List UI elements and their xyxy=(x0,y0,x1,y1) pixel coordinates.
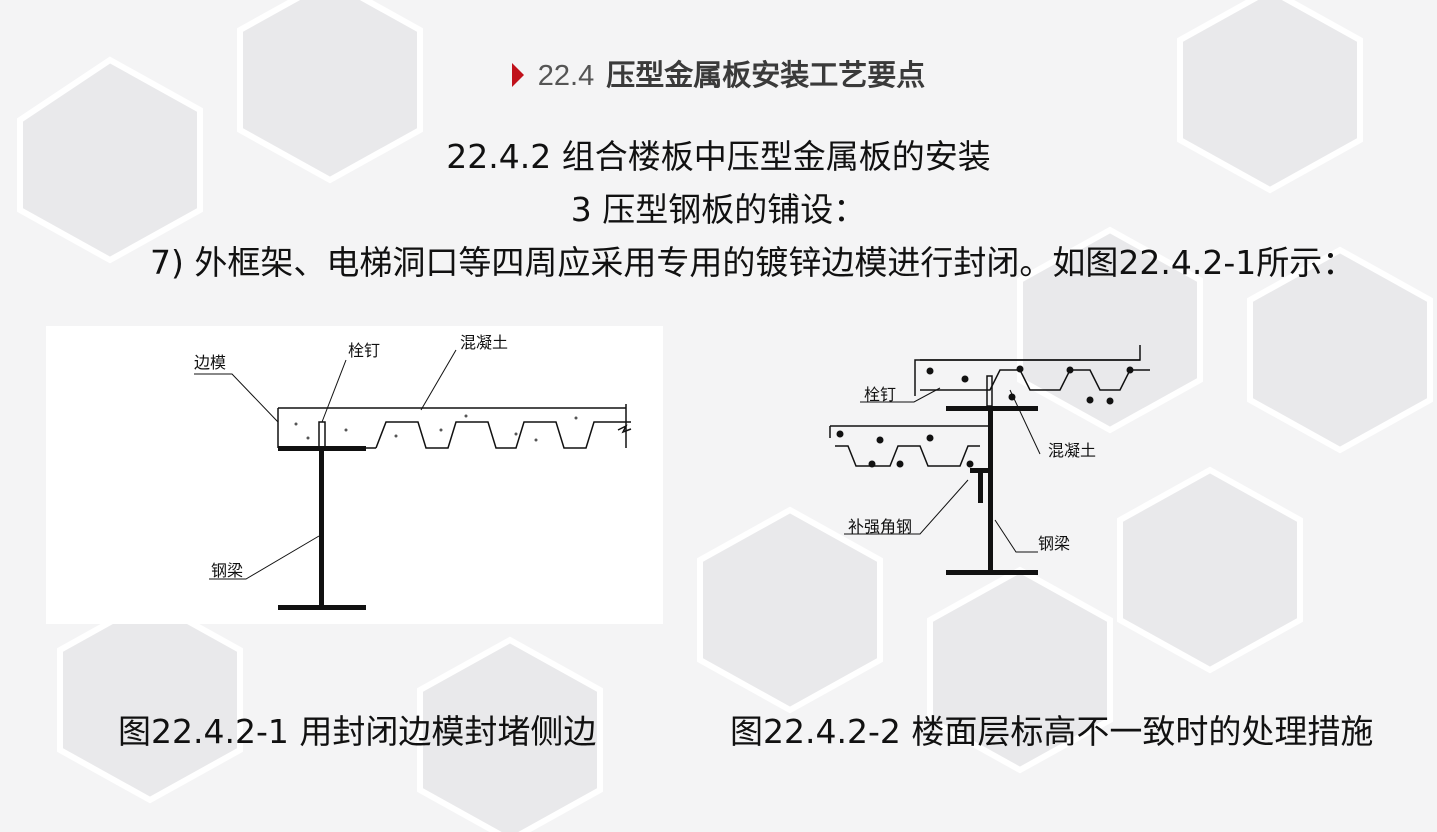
figure-1-diagram: 边模 栓钉 混凝土 钢梁 xyxy=(194,333,632,610)
figure-2-caption: 图22.4.2-2 楼面层标高不一致时的处理措施 xyxy=(730,712,1374,751)
label-steel-beam: 钢梁 xyxy=(211,561,243,580)
label-stud: 栓钉 xyxy=(348,341,380,360)
figure-2-diagram: 栓钉 混凝土 补强角钢 钢梁 xyxy=(829,345,1150,575)
item-title: 3 压型钢板的铺设： xyxy=(570,190,867,229)
label-edge-form: 边模 xyxy=(194,353,226,372)
section-number: 22.4 xyxy=(537,60,595,92)
fig2-label-stud: 栓钉 xyxy=(864,385,896,404)
figure-1-slab xyxy=(277,404,632,449)
section-title: 压型金属板安装工艺要点 xyxy=(606,58,926,92)
subsection-title: 22.4.2 组合楼板中压型金属板的安装 xyxy=(446,137,991,176)
figure-1-panel: 边模 栓钉 混凝土 钢梁 xyxy=(46,326,663,624)
item-description: 7) 外框架、电梯洞口等四周应采用专用的镀锌边模进行封闭。如图22.4.2-1所… xyxy=(150,243,1356,282)
fig2-label-angle: 补强角钢 xyxy=(848,517,912,536)
fig2-label-concrete: 混凝土 xyxy=(1048,441,1096,460)
figure-1-caption: 图22.4.2-1 用封闭边模封堵侧边 xyxy=(118,712,597,751)
section-header: 22.4 压型金属板安装工艺要点 xyxy=(0,52,1437,94)
triangle-marker-icon xyxy=(511,63,524,87)
label-concrete: 混凝土 xyxy=(460,333,508,352)
fig2-label-steel-beam: 钢梁 xyxy=(1038,534,1070,553)
figure-2-panel: 栓钉 混凝土 补强角钢 钢梁 xyxy=(820,330,1180,594)
